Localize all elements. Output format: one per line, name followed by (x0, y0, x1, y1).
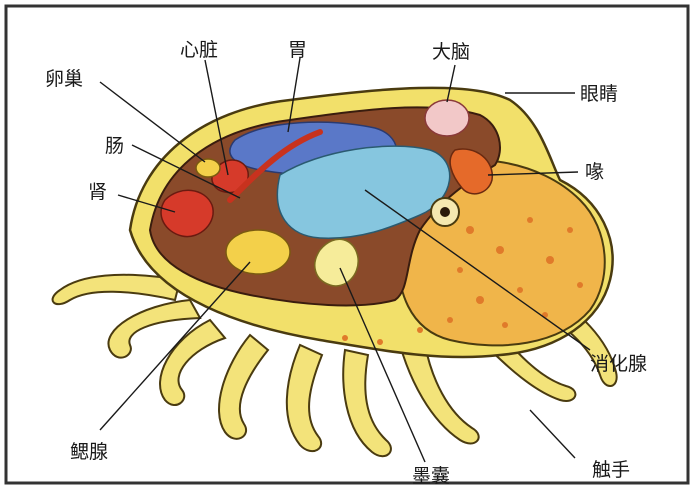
label-gill-gland: 鳃腺 (70, 441, 108, 463)
label-beak: 喙 (585, 161, 604, 183)
label-digestive-gland: 消化腺 (590, 353, 647, 375)
label-stomach: 胃 (288, 39, 307, 61)
label-ink-sac: 墨囊 (412, 465, 450, 487)
label-brain: 大脑 (432, 41, 470, 63)
eye (431, 198, 459, 226)
gill-gland (226, 230, 290, 274)
label-tentacle: 触手 (592, 459, 630, 481)
ovary (196, 159, 220, 177)
label-intestine: 肠 (105, 135, 124, 157)
label-eye: 眼睛 (580, 83, 618, 105)
brain (425, 100, 469, 136)
kidney (161, 190, 213, 236)
label-heart: 心脏 (180, 39, 218, 61)
label-ovary: 卵巢 (45, 68, 83, 90)
label-kidney: 肾 (88, 181, 107, 203)
